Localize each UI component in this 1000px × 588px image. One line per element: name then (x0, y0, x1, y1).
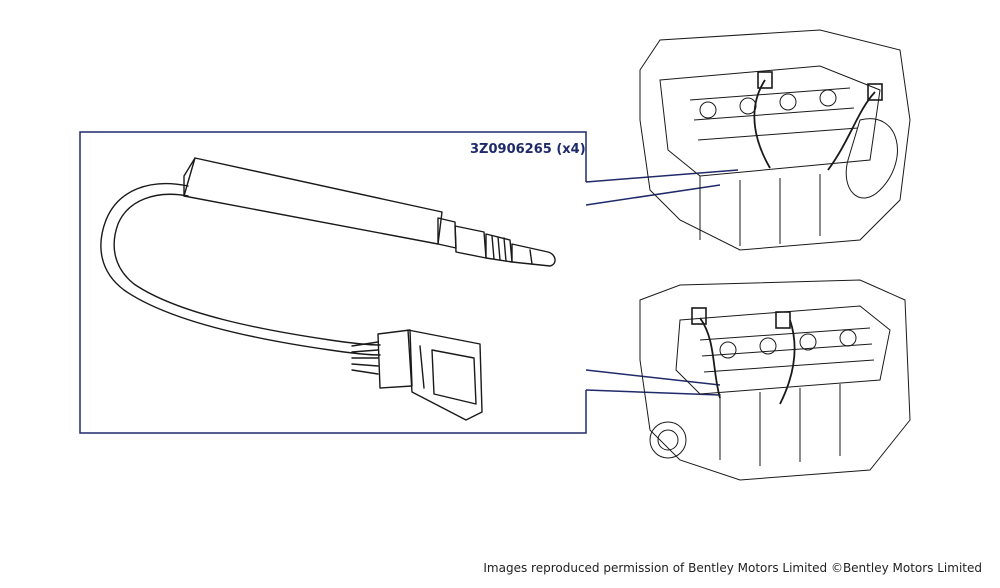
engine-top-sensor-wire-a (753, 79, 771, 169)
connector-face (431, 349, 477, 405)
thread-line-1 (491, 235, 495, 260)
leader-line-bottom-engine-lower (585, 389, 721, 396)
engine-top-head (659, 65, 881, 177)
tip-vent (529, 249, 533, 265)
callout-box-frame (79, 131, 587, 434)
engine-bottom-illustration (639, 279, 911, 481)
engine-bottom-sensor-plug-a (691, 307, 707, 325)
engine-bottom-head (675, 305, 891, 395)
engine-bottom-sensor-wire-b (779, 319, 796, 405)
sensor-hex (454, 225, 487, 259)
copyright-credit: Images reproduced permission of Bentley … (483, 561, 982, 575)
connector-wires (351, 341, 379, 375)
part-number-label: 3Z0906265 (x4) (470, 142, 586, 157)
connector-latch (419, 345, 425, 389)
engine-top-sensor-plug-b (867, 83, 883, 101)
cable-sleeve (183, 157, 443, 245)
oxygen-sensor-drawing (100, 157, 556, 421)
engine-top-sensor-plug-a (757, 71, 773, 89)
engine-bottom-outline (639, 279, 911, 481)
engine-bottom-manifold (699, 327, 875, 373)
engine-bottom-cylinders (719, 329, 857, 359)
engine-top-illustration (639, 29, 911, 251)
engine-top-sensor-wire-b (827, 91, 876, 171)
engine-top-outline (639, 29, 911, 251)
leader-line-bottom-engine (585, 369, 721, 386)
sleeve-edge (183, 157, 196, 197)
engine-bottom-sensor-plug-b (775, 311, 791, 329)
engine-top-turbo (845, 118, 898, 199)
sensor-tip (511, 243, 556, 267)
connector-housing (407, 329, 483, 421)
leader-line-top-engine (585, 169, 739, 183)
connector-plug (377, 329, 413, 389)
thread-line-3 (503, 237, 507, 262)
sensor-cable (100, 182, 381, 356)
leader-line-top-engine-lower (585, 184, 721, 206)
engine-bottom-exhaust (719, 384, 841, 466)
sensor-cable-inner (113, 193, 381, 346)
engine-bottom-sensor-wire-a (699, 317, 721, 399)
thread-line-2 (497, 236, 501, 261)
engine-bottom-pulley (649, 421, 687, 459)
engine-top-manifold (689, 87, 859, 141)
engine-top-exhaust (699, 174, 821, 246)
callout-frame (79, 131, 739, 434)
